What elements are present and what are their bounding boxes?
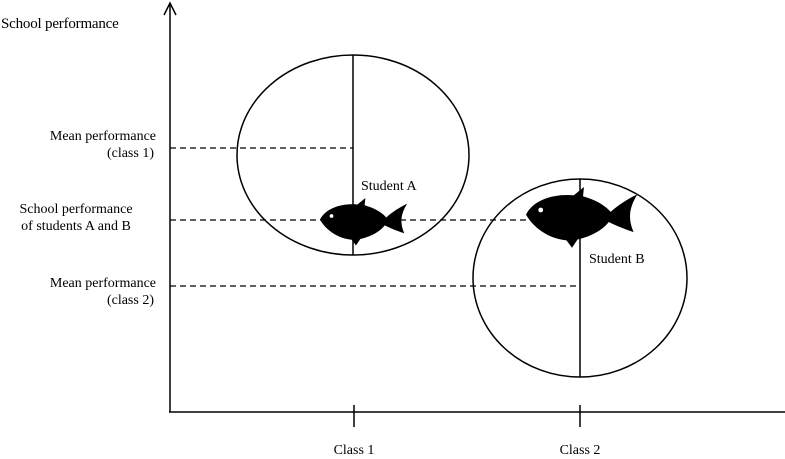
reference-label-line: Mean performance	[0, 275, 156, 292]
reference-label-students: School performance of students A and B	[0, 201, 152, 235]
x-category-class-1: Class 1	[304, 442, 404, 459]
reference-label-line: School performance	[0, 201, 152, 218]
reference-label-line: (class 2)	[0, 292, 156, 309]
reference-label-mean-class-1: Mean performance (class 1)	[0, 128, 156, 162]
reference-label-mean-class-2: Mean performance (class 2)	[0, 275, 156, 309]
reference-label-line: (class 1)	[0, 145, 156, 162]
fish-icon	[526, 187, 637, 248]
student-a-label: Student A	[361, 178, 417, 195]
x-category-class-2: Class 2	[530, 442, 630, 459]
fish-icon	[320, 198, 407, 246]
y-axis-label: School performance	[1, 16, 119, 33]
student-b-label: Student B	[589, 251, 645, 268]
reference-label-line: of students A and B	[0, 218, 152, 235]
reference-label-line: Mean performance	[0, 128, 156, 145]
